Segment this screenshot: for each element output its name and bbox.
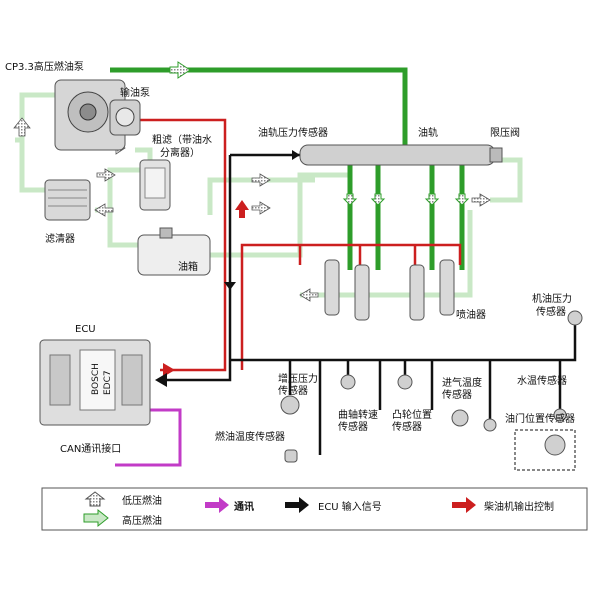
injectors [324, 259, 455, 321]
throttle-sensor [544, 434, 566, 456]
low-pressure-arrows [13, 117, 491, 302]
label-cam-1: 凸轮位置 [392, 408, 432, 421]
ecu-input-lines [160, 153, 577, 455]
legend-high-pressure-arrow [83, 508, 109, 528]
high-pressure-pump [54, 79, 141, 151]
label-ecu-brand: BOSCH [91, 363, 101, 395]
legend-ecu-input: ECU 输入信号 [318, 500, 382, 513]
label-rail-pressure-sensor: 油轨压力传感器 [258, 126, 328, 139]
coarse-filter [139, 159, 171, 211]
label-injector: 喷油器 [456, 308, 486, 321]
legend-comm: 通讯 [234, 500, 254, 513]
legend: 低压燃油 高压燃油 通讯 ECU 输入信号 柴油机输出控制 [41, 487, 588, 531]
label-throttle: 油门位置传感器 [505, 412, 575, 425]
label-ecu: ECU [75, 324, 96, 335]
input-arrows [155, 150, 300, 387]
label-ecu-model: EDC7 [103, 370, 113, 395]
fuel-tank [137, 227, 211, 276]
label-boost-2: 传感器 [278, 384, 308, 397]
label-tank: 油箱 [178, 260, 198, 273]
legend-low-pressure-arrow [84, 491, 106, 507]
label-intake-temp-1: 进气温度 [442, 376, 482, 389]
label-pump: CP3.3高压燃油泵 [5, 60, 84, 73]
label-can: CAN通讯接口 [60, 442, 121, 455]
legend-output-arrow [452, 497, 476, 513]
label-oil-pressure-2: 传感器 [536, 305, 566, 318]
legend-ecu-input-arrow [285, 497, 309, 513]
high-pressure-lines [110, 67, 465, 270]
output-control-lines [140, 118, 462, 372]
label-crank-2: 传感器 [338, 420, 368, 433]
comm-lines [115, 408, 182, 467]
label-rail: 油轨 [418, 126, 438, 139]
throttle-sensor-box [514, 429, 576, 471]
fuel-rail [299, 144, 503, 166]
legend-comm-arrow [205, 497, 229, 513]
legend-low-pressure: 低压燃油 [122, 494, 162, 507]
legend-high-pressure: 高压燃油 [122, 514, 162, 527]
sensors [280, 310, 583, 463]
label-feed-pump: 输油泵 [120, 86, 150, 99]
fine-filter [44, 179, 91, 221]
label-crank-1: 曲轴转速 [338, 408, 378, 421]
label-coarse-filter-1: 粗滤（带油水 [152, 133, 212, 146]
high-pressure-arrows [169, 61, 470, 206]
label-fine-filter: 滤清器 [45, 232, 75, 245]
legend-output: 柴油机输出控制 [484, 500, 554, 513]
label-cam-2: 传感器 [392, 420, 422, 433]
label-oil-pressure-1: 机油压力 [532, 292, 572, 305]
output-arrows [163, 200, 249, 377]
label-boost-1: 增压压力 [278, 372, 318, 385]
label-fuel-temp: 燃油温度传感器 [215, 430, 285, 443]
label-intake-temp-2: 传感器 [442, 388, 472, 401]
label-coarse-filter-2: 分离器） [160, 146, 200, 159]
ecu-unit [39, 339, 151, 426]
label-coolant-temp: 水温传感器 [517, 374, 567, 387]
label-pressure-limit-valve: 限压阀 [490, 126, 520, 139]
